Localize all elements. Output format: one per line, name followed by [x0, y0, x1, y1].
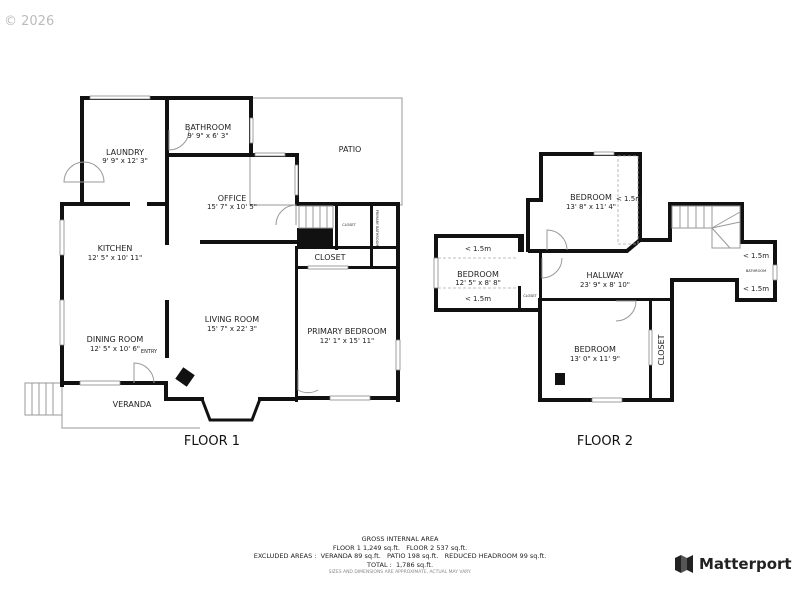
headroom-label: < 1.5m [465, 295, 491, 303]
room-label: VERANDA [113, 400, 152, 409]
floor-2-stairs [671, 205, 741, 249]
floor-2-plan: BEDROOM 13' 8" x 11' 4" < 1.5m < 1.5m BE… [433, 151, 778, 449]
matterport-logo: Matterport [674, 554, 792, 574]
room-label: OFFICE [218, 194, 247, 203]
room-label: CLOSET [314, 253, 345, 262]
floor-1-plan: LAUNDRY 9' 9" x 12' 3" BATHROOM 9' 9" x … [24, 95, 403, 449]
room-label: HALLWAY [587, 271, 624, 280]
room-label: BATHROOM [746, 269, 766, 273]
room-dimensions: 12' 5" x 8' 8" [455, 279, 501, 287]
room-label: PATIO [339, 145, 362, 154]
room-dimensions: 12' 1" x 15' 11" [320, 337, 375, 345]
total-area: TOTAL : 1,786 sq.ft. [366, 560, 434, 569]
room-label: BEDROOM [574, 345, 616, 354]
room-dimensions: 12' 5" x 10' 11" [88, 254, 143, 262]
room-label: BEDROOM [570, 193, 612, 202]
room-label: PRIMARY BATHROOM [375, 210, 379, 247]
matterport-logo-icon [675, 555, 693, 573]
floor-1-title: FLOOR 1 [184, 434, 240, 449]
room-dimensions: 15' 7" x 10' 5" [207, 203, 257, 211]
chimney [555, 373, 565, 385]
room-label: DINING ROOM [87, 335, 144, 344]
floor-1-windows [59, 95, 401, 401]
room-label: CLOSET [523, 294, 537, 298]
room-label: PRIMARY BEDROOM [307, 327, 386, 336]
room-dimensions: 23' 9" x 8' 10" [580, 281, 630, 289]
room-label: CLOSET [342, 223, 356, 227]
veranda-stairs [24, 382, 63, 416]
room-label: LIVING ROOM [205, 315, 260, 324]
headroom-label: < 1.5m [743, 285, 769, 293]
floor-2-windows [433, 151, 778, 403]
room-label: ENTRY [141, 349, 158, 355]
room-label: CLOSET [657, 334, 666, 365]
reduced-headroom-zones [438, 155, 639, 289]
room-dimensions: 9' 9" x 6' 3" [187, 132, 228, 140]
floor-1-stairs [298, 205, 334, 229]
room-label: BATHROOM [185, 123, 231, 132]
disclaimer: SIZES AND DIMENSIONS ARE APPROXIMATE, AC… [328, 570, 472, 575]
area-summary: GROSS INTERNAL AREA FLOOR 1 1,249 sq.ft.… [0, 535, 800, 578]
room-dimensions: 9' 9" x 12' 3" [102, 157, 148, 165]
door-swings [541, 229, 637, 322]
headroom-label: < 1.5m [743, 252, 769, 260]
room-dimensions: 13' 0" x 11' 9" [570, 355, 620, 363]
copyright-watermark: © 2026 [4, 14, 55, 29]
room-dimensions: 12' 5" x 10' 6" [90, 345, 140, 353]
patio-outline [249, 97, 403, 206]
room-label: LAUNDRY [106, 148, 144, 157]
area-title: GROSS INTERNAL AREA [361, 535, 439, 543]
excluded-areas: EXCLUDED AREAS : VERANDA 89 sq.ft. PATIO… [253, 552, 547, 560]
brand-name: Matterport [699, 555, 792, 573]
room-label: BEDROOM [457, 270, 499, 279]
fireplace [175, 367, 195, 387]
room-dimensions: 15' 7" x 22' 3" [207, 325, 257, 333]
headroom-label: < 1.5m [465, 245, 491, 253]
room-label: KITCHEN [98, 244, 133, 253]
floor-2-title: FLOOR 2 [577, 434, 633, 449]
headroom-label: < 1.5m [616, 195, 642, 203]
floor-areas: FLOOR 1 1,249 sq.ft. FLOOR 2 537 sq.ft. [332, 543, 468, 552]
room-dimensions: 13' 8" x 11' 4" [566, 203, 616, 211]
door-swings [63, 129, 319, 394]
